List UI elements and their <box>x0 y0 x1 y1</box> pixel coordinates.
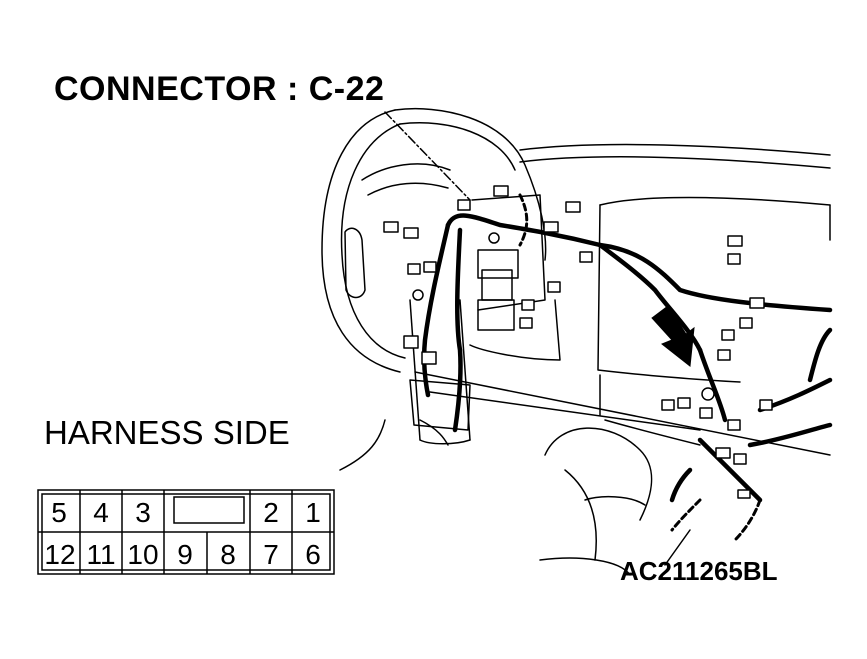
connector-lock-tab <box>173 496 245 524</box>
connector-title: CONNECTOR : C-22 <box>54 70 385 108</box>
connector-pin-labels: 5 4 3 2 1 12 11 10 9 8 7 6 <box>44 497 320 570</box>
pin-label: 3 <box>135 497 151 528</box>
steering-wheel <box>321 107 547 373</box>
connector-blocks <box>383 185 773 499</box>
pin-label: 6 <box>305 539 321 570</box>
pointer-arrow <box>651 305 695 367</box>
steering-column <box>409 194 546 445</box>
pin-label: 12 <box>44 539 75 570</box>
harness-side-label: HARNESS SIDE <box>44 414 290 451</box>
connector-leader-line <box>384 111 471 201</box>
figure-code: AC211265BL <box>620 556 778 586</box>
pin-label: 11 <box>86 539 115 570</box>
floor-console <box>539 419 701 576</box>
pin-label: 4 <box>93 497 109 528</box>
pin-label: 2 <box>263 497 279 528</box>
wiring-harness <box>421 213 833 503</box>
pin-label: 9 <box>177 539 193 570</box>
pin-label: 5 <box>51 497 67 528</box>
pin-label: 7 <box>263 539 279 570</box>
pin-label: 1 <box>305 497 321 528</box>
connector-face <box>37 489 335 575</box>
wiring-harness-dashed <box>518 193 762 542</box>
pin-label: 8 <box>220 539 236 570</box>
pin-label: 10 <box>127 539 158 570</box>
